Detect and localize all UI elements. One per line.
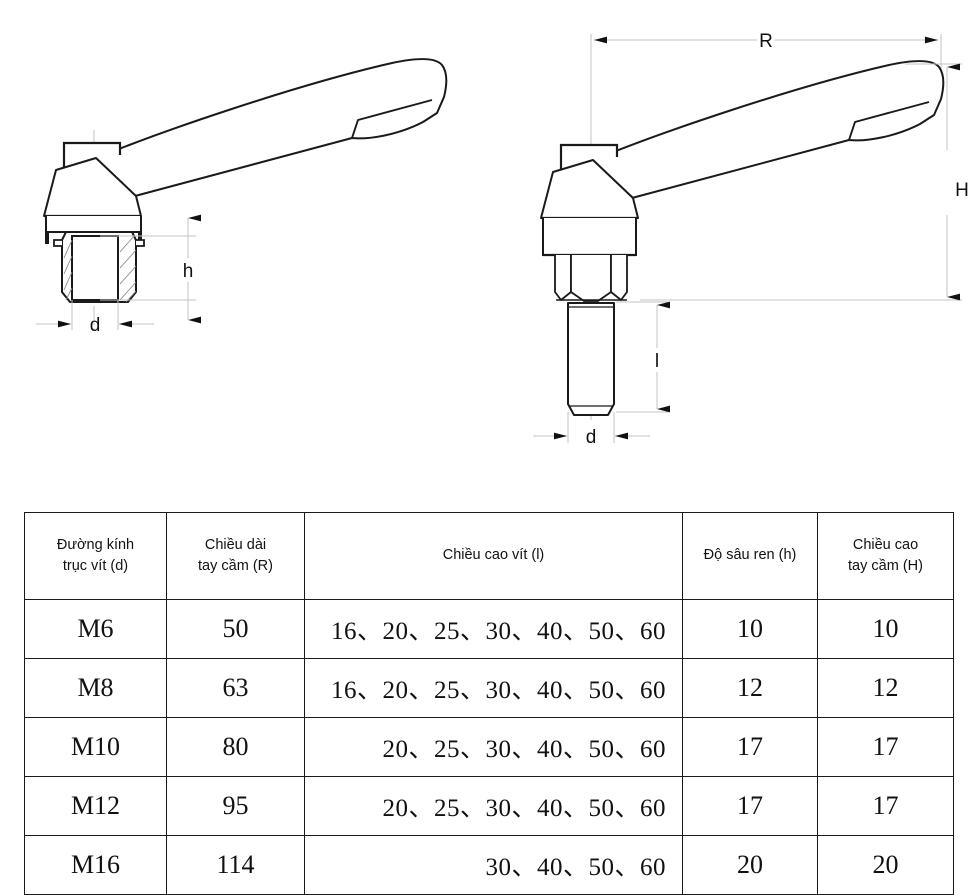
table-row: M8 63 16、20、25、30、40、50、60 12 12 (24, 658, 954, 718)
cell-screw-diameter: M10 (24, 717, 167, 777)
cell-screw-diameter: M16 (24, 835, 167, 895)
lever-arm-right (559, 60, 945, 199)
header-thread-depth: Độ sâu ren (h) (682, 512, 818, 600)
dim-label-d-right: d (586, 427, 597, 448)
dim-label-R: R (759, 31, 773, 52)
left-lever-drawing: h d (36, 58, 448, 336)
insert-lug-right (136, 239, 145, 247)
header-handle-height-line2: tay cầm (H) (848, 558, 923, 574)
cell-handle-length: 80 (166, 717, 305, 777)
cell-screw-height: 20、25、30、40、50、60 (304, 717, 683, 777)
cell-screw-height: 20、25、30、40、50、60 (304, 776, 683, 836)
cell-handle-length: 95 (166, 776, 305, 836)
cell-handle-height: 12 (817, 658, 954, 718)
header-screw-diameter: Đường kính trục vít (d) (24, 512, 167, 600)
dim-label-d-left: d (90, 315, 101, 336)
lever-grip-notch-right (848, 101, 930, 141)
lever-grip-notch-left (351, 99, 433, 139)
cell-screw-diameter: M8 (24, 658, 167, 718)
specification-table-container: Đường kính trục vít (d) Chiều dài tay cầ… (24, 512, 954, 895)
header-screw-diameter-line2: trục vít (d) (62, 558, 129, 574)
cell-handle-length: 50 (166, 599, 305, 659)
cell-screw-height: 16、20、25、30、40、50、60 (304, 658, 683, 718)
table-header-row: Đường kính trục vít (d) Chiều dài tay cầ… (24, 512, 954, 600)
table-row: M16 114 30、40、50、60 20 20 (24, 835, 954, 895)
dim-label-l: l (655, 351, 659, 372)
cell-thread-depth: 17 (682, 776, 818, 836)
hex-nut-right (554, 255, 572, 301)
table-row: M6 50 16、20、25、30、40、50、60 10 10 (24, 599, 954, 659)
header-screw-diameter-line1: Đường kính (56, 536, 135, 553)
hex-nut-side-right (610, 255, 628, 301)
cell-screw-height: 30、40、50、60 (304, 835, 683, 895)
dim-label-h: h (183, 261, 194, 282)
cell-thread-depth: 17 (682, 717, 818, 777)
table-row: M10 80 20、25、30、40、50、60 17 17 (24, 717, 954, 777)
insert-lug-left (53, 239, 62, 247)
header-handle-height-line1: Chiều cao (852, 536, 919, 553)
section-hatch-left (63, 239, 73, 301)
cell-thread-depth: 10 (682, 599, 818, 659)
header-handle-length-line2: tay cầm (R) (198, 558, 273, 574)
lever-arm-left (62, 58, 448, 197)
header-screw-height-line1: Chiều cao vít (l) (442, 547, 545, 564)
cell-handle-height: 20 (817, 835, 954, 895)
specification-table: Đường kính trục vít (d) Chiều dài tay cầ… (24, 512, 954, 895)
cell-thread-depth: 12 (682, 658, 818, 718)
header-screw-height: Chiều cao vít (l) (304, 512, 683, 600)
header-thread-depth-line1: Độ sâu ren (h) (703, 547, 797, 564)
hex-nut-center-right (570, 255, 612, 302)
hub-body-right (542, 218, 637, 256)
cell-screw-diameter: M12 (24, 776, 167, 836)
header-handle-length-line1: Chiều dài (204, 536, 267, 553)
header-handle-height: Chiều cao tay cầm (H) (817, 512, 954, 600)
cell-thread-depth: 20 (682, 835, 818, 895)
dim-label-H: H (955, 180, 969, 201)
threaded-stud-right (567, 302, 615, 416)
right-lever-drawing: R H l (533, 28, 969, 448)
cell-handle-height: 17 (817, 717, 954, 777)
cell-screw-height: 16、20、25、30、40、50、60 (304, 599, 683, 659)
drawing-canvas: h d R (36, 28, 969, 448)
cell-screw-diameter: M6 (24, 599, 167, 659)
cell-handle-height: 10 (817, 599, 954, 659)
technical-drawings: h d R (36, 28, 969, 448)
header-handle-length: Chiều dài tay cầm (R) (166, 512, 305, 600)
thread-bore-left (71, 235, 119, 301)
cell-handle-length: 63 (166, 658, 305, 718)
cell-handle-length: 114 (166, 835, 305, 895)
cell-handle-height: 17 (817, 776, 954, 836)
table-row: M12 95 20、25、30、40、50、60 17 17 (24, 776, 954, 836)
